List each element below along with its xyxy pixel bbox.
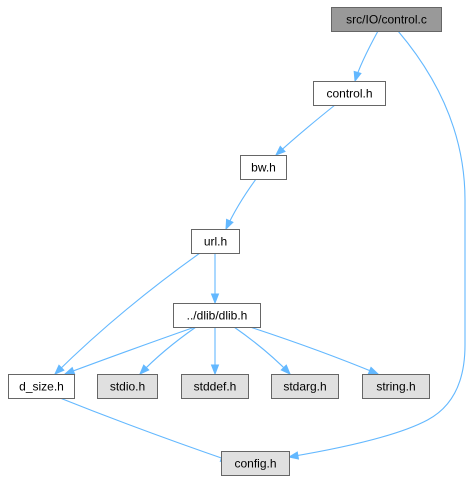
edge-url_h-to-d_size_h: [54, 252, 201, 375]
node-box: [331, 7, 442, 32]
node-label: bw.h: [251, 161, 276, 175]
node-box: [173, 303, 261, 328]
node-label: stddef.h: [194, 380, 237, 394]
node-box: [271, 374, 339, 399]
node-label: ../dlib/dlib.h: [187, 309, 248, 323]
node-bw-h[interactable]: bw.h: [240, 155, 287, 180]
edges-layer: [54, 30, 466, 462]
edge-arrowhead: [287, 451, 300, 460]
node-d-size-h[interactable]: d_size.h: [8, 374, 75, 399]
edge-dlib_h-to-d_size_h: [64, 326, 196, 375]
node-label: string.h: [376, 380, 415, 394]
node-url-h[interactable]: url.h: [191, 229, 240, 254]
node-string-h: string.h: [362, 374, 430, 399]
edge-d_size_h-to-config_h: [59, 397, 231, 462]
node-box: [181, 374, 249, 399]
node-label: url.h: [204, 235, 227, 249]
node-box: [221, 451, 290, 476]
nodes-layer: src/IO/control.c control.h bw.h url.h ../dli…: [8, 7, 442, 476]
node-box: [240, 155, 287, 180]
edge-arrowhead: [210, 293, 220, 305]
node-box: [97, 374, 158, 399]
node-config-h: config.h: [221, 451, 290, 476]
edge-arrowhead: [353, 70, 362, 83]
node-control-h[interactable]: control.h: [313, 81, 386, 106]
node-label: config.h: [234, 457, 276, 471]
edge-arrowhead: [225, 218, 234, 231]
node-label: stdio.h: [110, 380, 145, 394]
node-label: control.h: [326, 87, 372, 101]
edge-dlib_h-to-stdarg_h: [233, 326, 291, 375]
edge-arrowhead: [274, 145, 286, 156]
edge-arrowhead: [63, 366, 76, 375]
edge-arrowhead: [139, 364, 150, 375]
node-label: src/IO/control.c: [346, 13, 427, 27]
edge-arrowhead: [210, 364, 220, 376]
node-stdarg-h: stdarg.h: [271, 374, 339, 399]
node-box: [8, 374, 75, 399]
node-label: d_size.h: [19, 380, 64, 394]
node-box: [362, 374, 430, 399]
edge-control_h-to-bw_h: [275, 104, 336, 156]
edge-dlib_h-to-string_h: [249, 326, 379, 375]
node-control-c[interactable]: src/IO/control.c: [331, 7, 442, 32]
node-box: [191, 229, 240, 254]
node-box: [313, 81, 386, 106]
edge-control_c-to-config_h: [288, 30, 466, 458]
node-stdio-h: stdio.h: [97, 374, 158, 399]
node-dlib-h[interactable]: ../dlib/dlib.h: [173, 303, 261, 328]
edge-arrowhead: [367, 366, 380, 375]
edge-arrowhead: [54, 364, 65, 375]
edge-dlib_h-to-stdio_h: [139, 326, 197, 375]
node-label: stdarg.h: [283, 380, 326, 394]
node-stddef-h: stddef.h: [181, 374, 249, 399]
edge-arrowhead: [280, 364, 291, 375]
